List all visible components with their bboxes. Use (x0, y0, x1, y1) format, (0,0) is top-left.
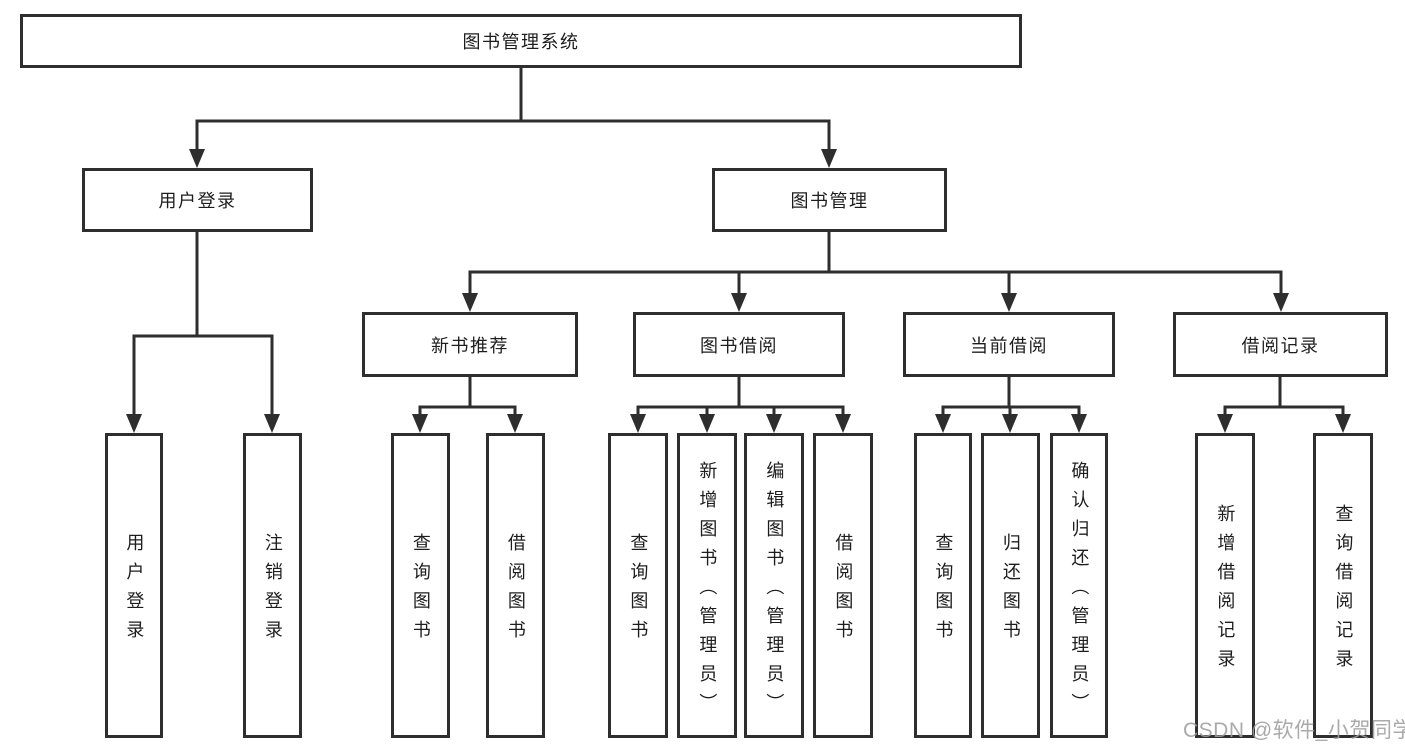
leaf-borrow-books: 借阅图书 (813, 433, 873, 738)
node-book-borrow: 图书借阅 (633, 312, 845, 377)
leaf-add-book-admin: 新增图书（管理员） (677, 433, 737, 738)
node-label: 新书推荐 (431, 335, 509, 356)
node-label: 编辑图书（管理员） (764, 460, 785, 722)
node-label: 注销登录 (262, 533, 283, 649)
leaf-query-books-recommend: 查询图书 (391, 433, 450, 738)
node-label: 新增图书（管理员） (697, 460, 718, 722)
leaf-query-books-borrow: 查询图书 (608, 433, 668, 738)
node-book-management: 图书管理 (712, 168, 947, 232)
node-new-book-recommend: 新书推荐 (362, 312, 578, 377)
leaf-confirm-return-admin: 确认归还（管理员） (1050, 433, 1108, 738)
leaf-borrow-books-recommend: 借阅图书 (486, 433, 545, 738)
node-label: 借阅记录 (1241, 335, 1320, 356)
node-label: 借阅图书 (505, 533, 526, 649)
node-label: 归还图书 (1000, 533, 1021, 649)
node-label: 当前借阅 (970, 335, 1048, 356)
node-library-system: 图书管理系统 (20, 14, 1022, 68)
node-label: 用户登录 (158, 191, 237, 211)
leaf-add-borrow-record: 新增借阅记录 (1195, 433, 1255, 738)
leaf-query-borrow-record: 查询借阅记录 (1313, 433, 1373, 738)
leaf-query-books-current: 查询图书 (914, 433, 972, 738)
node-borrow-records: 借阅记录 (1173, 312, 1388, 377)
node-label: 查询图书 (933, 533, 954, 649)
leaf-edit-book-admin: 编辑图书（管理员） (744, 433, 804, 738)
node-label: 借阅图书 (833, 533, 854, 649)
node-label: 确认归还（管理员） (1069, 460, 1090, 722)
node-label: 用户登录 (124, 533, 145, 649)
leaf-logout: 注销登录 (243, 433, 302, 738)
csdn-watermark: CSDN @软件_小贺同学 (1183, 719, 1405, 742)
leaf-user-login: 用户登录 (105, 433, 163, 738)
node-label: 图书借阅 (700, 335, 778, 356)
node-label: 图书管理 (790, 191, 869, 211)
node-label: 查询图书 (410, 533, 431, 649)
node-label: 查询借阅记录 (1333, 504, 1354, 678)
leaf-return-book: 归还图书 (981, 433, 1040, 738)
node-label: 查询图书 (628, 533, 649, 649)
node-label: 图书管理系统 (462, 32, 580, 52)
node-label: 新增借阅记录 (1215, 504, 1236, 678)
node-user-login: 用户登录 (82, 168, 313, 232)
node-current-borrow: 当前借阅 (903, 312, 1115, 377)
